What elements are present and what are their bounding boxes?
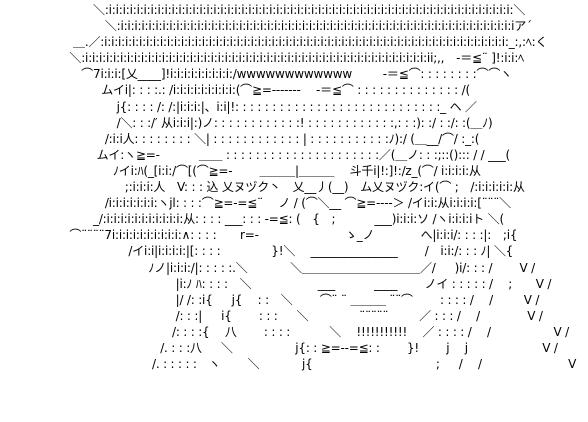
ascii-art-line: ⌒7i:i:i:[乂____]!i:i:i:i:i:i:i:i:i:/wwwww… xyxy=(54,67,512,82)
ascii-art-line: ＼:i:i:i:i:i:i:i:i:i:i:i:i:i:i:i:i:i:i:i:… xyxy=(54,3,526,17)
ascii-art-line: ムイ:ヽ≧=- ＿＿ : : : : : : : : : : : : : : :… xyxy=(54,147,511,162)
ascii-art-line: ﾉイi:ﾊ(_[i:i:/⌒[(⌒≧=- ＿＿＿|＿＿＿ 斗千i|!:]!:/z… xyxy=(54,163,481,178)
ascii-art-line: /＼: : :/′ 从i:i:i|:)ノ: : : : : : : : : : … xyxy=(54,115,493,130)
ascii-art-line: |i:ﾉ ﾊ: : : : ＼ ___ ____ ノイ : : : : : / … xyxy=(54,276,552,291)
ascii-art-line: ＼:i:i:i:i:i:i:i:i:i:i:i:i:i:i:i:i:i:i:i:… xyxy=(54,51,524,66)
ascii-art-line: /イi:i|i:i:i:i:|[: : : : }!＼ ____________… xyxy=(54,244,514,259)
ascii-art-line: ＿.／:i:i:i:i:i:i:i:i:i:i:i:i:i:i:i:i:i:i:… xyxy=(54,35,548,50)
ascii-art-line: ;:i:i:i:人 V: : : 込 乂ヌヅク丶 乂__丿(__) ム乂ヌヅク:… xyxy=(54,180,525,195)
ascii-art-line: /. : : : : : ヽ ＼ j{ ; / / V xyxy=(54,357,577,372)
ascii-art-line: /: : : :{ 八 : : : : ＼ !!!!!!!!!!! ／ : : … xyxy=(54,324,569,339)
ascii-art-line: ﾉノ|i:i:i:/|: : : : :.＼ ＼＿＿＿＿＿＿＿＿＿＿／/ )i/… xyxy=(54,260,536,275)
ascii-art-line: /i:i:i:i:i:i:i:ヽjl: : : :⌒≧=-=≦¨ ノ / (⌒＼… xyxy=(54,196,511,211)
ascii-art-line: ⌒¨¨¨¨7i:i:i:i:i:i:i:i:i:i:∧: : : : r=- ゝ… xyxy=(54,228,518,243)
ascii-art: ＼:i:i:i:i:i:i:i:i:i:i:i:i:i:i:i:i:i:i:i:… xyxy=(54,2,588,422)
ascii-art-line: ムイi|: : : :.: /i:i:i:i:i:i:i:i:i:(⌒≧=---… xyxy=(54,83,470,98)
ascii-art-line: /: : :| i{ : : : ＼ ¨¨¨¨¨ ／ : : : / / V / xyxy=(54,308,543,323)
ascii-art-line: /. : : :八 ＼ j{: : ≧=--=≦: : }! j j V / xyxy=(54,340,558,355)
ascii-art-line: /:i:i人: : : : : : : : ＼| : : : : : : : :… xyxy=(54,131,480,146)
ascii-art-line: |/ /: :i{ j{ : : ＼ ⌒¨ ¨ ＿＿＿ ¨¨⌒ : : : : … xyxy=(54,292,540,307)
ascii-art-line: ＼:i:i:i:i:i:i:i:i:i:i:i:i:i:i:i:i:i:i:i:… xyxy=(54,19,532,34)
ascii-art-line: j{: : : : /: /:|i:i:i:|、i:i|!: : : : : :… xyxy=(54,99,477,114)
ascii-art-line: _/:i:i:i:i:i:i:i:i:i:i:i:从: : : : ___: :… xyxy=(54,212,504,227)
